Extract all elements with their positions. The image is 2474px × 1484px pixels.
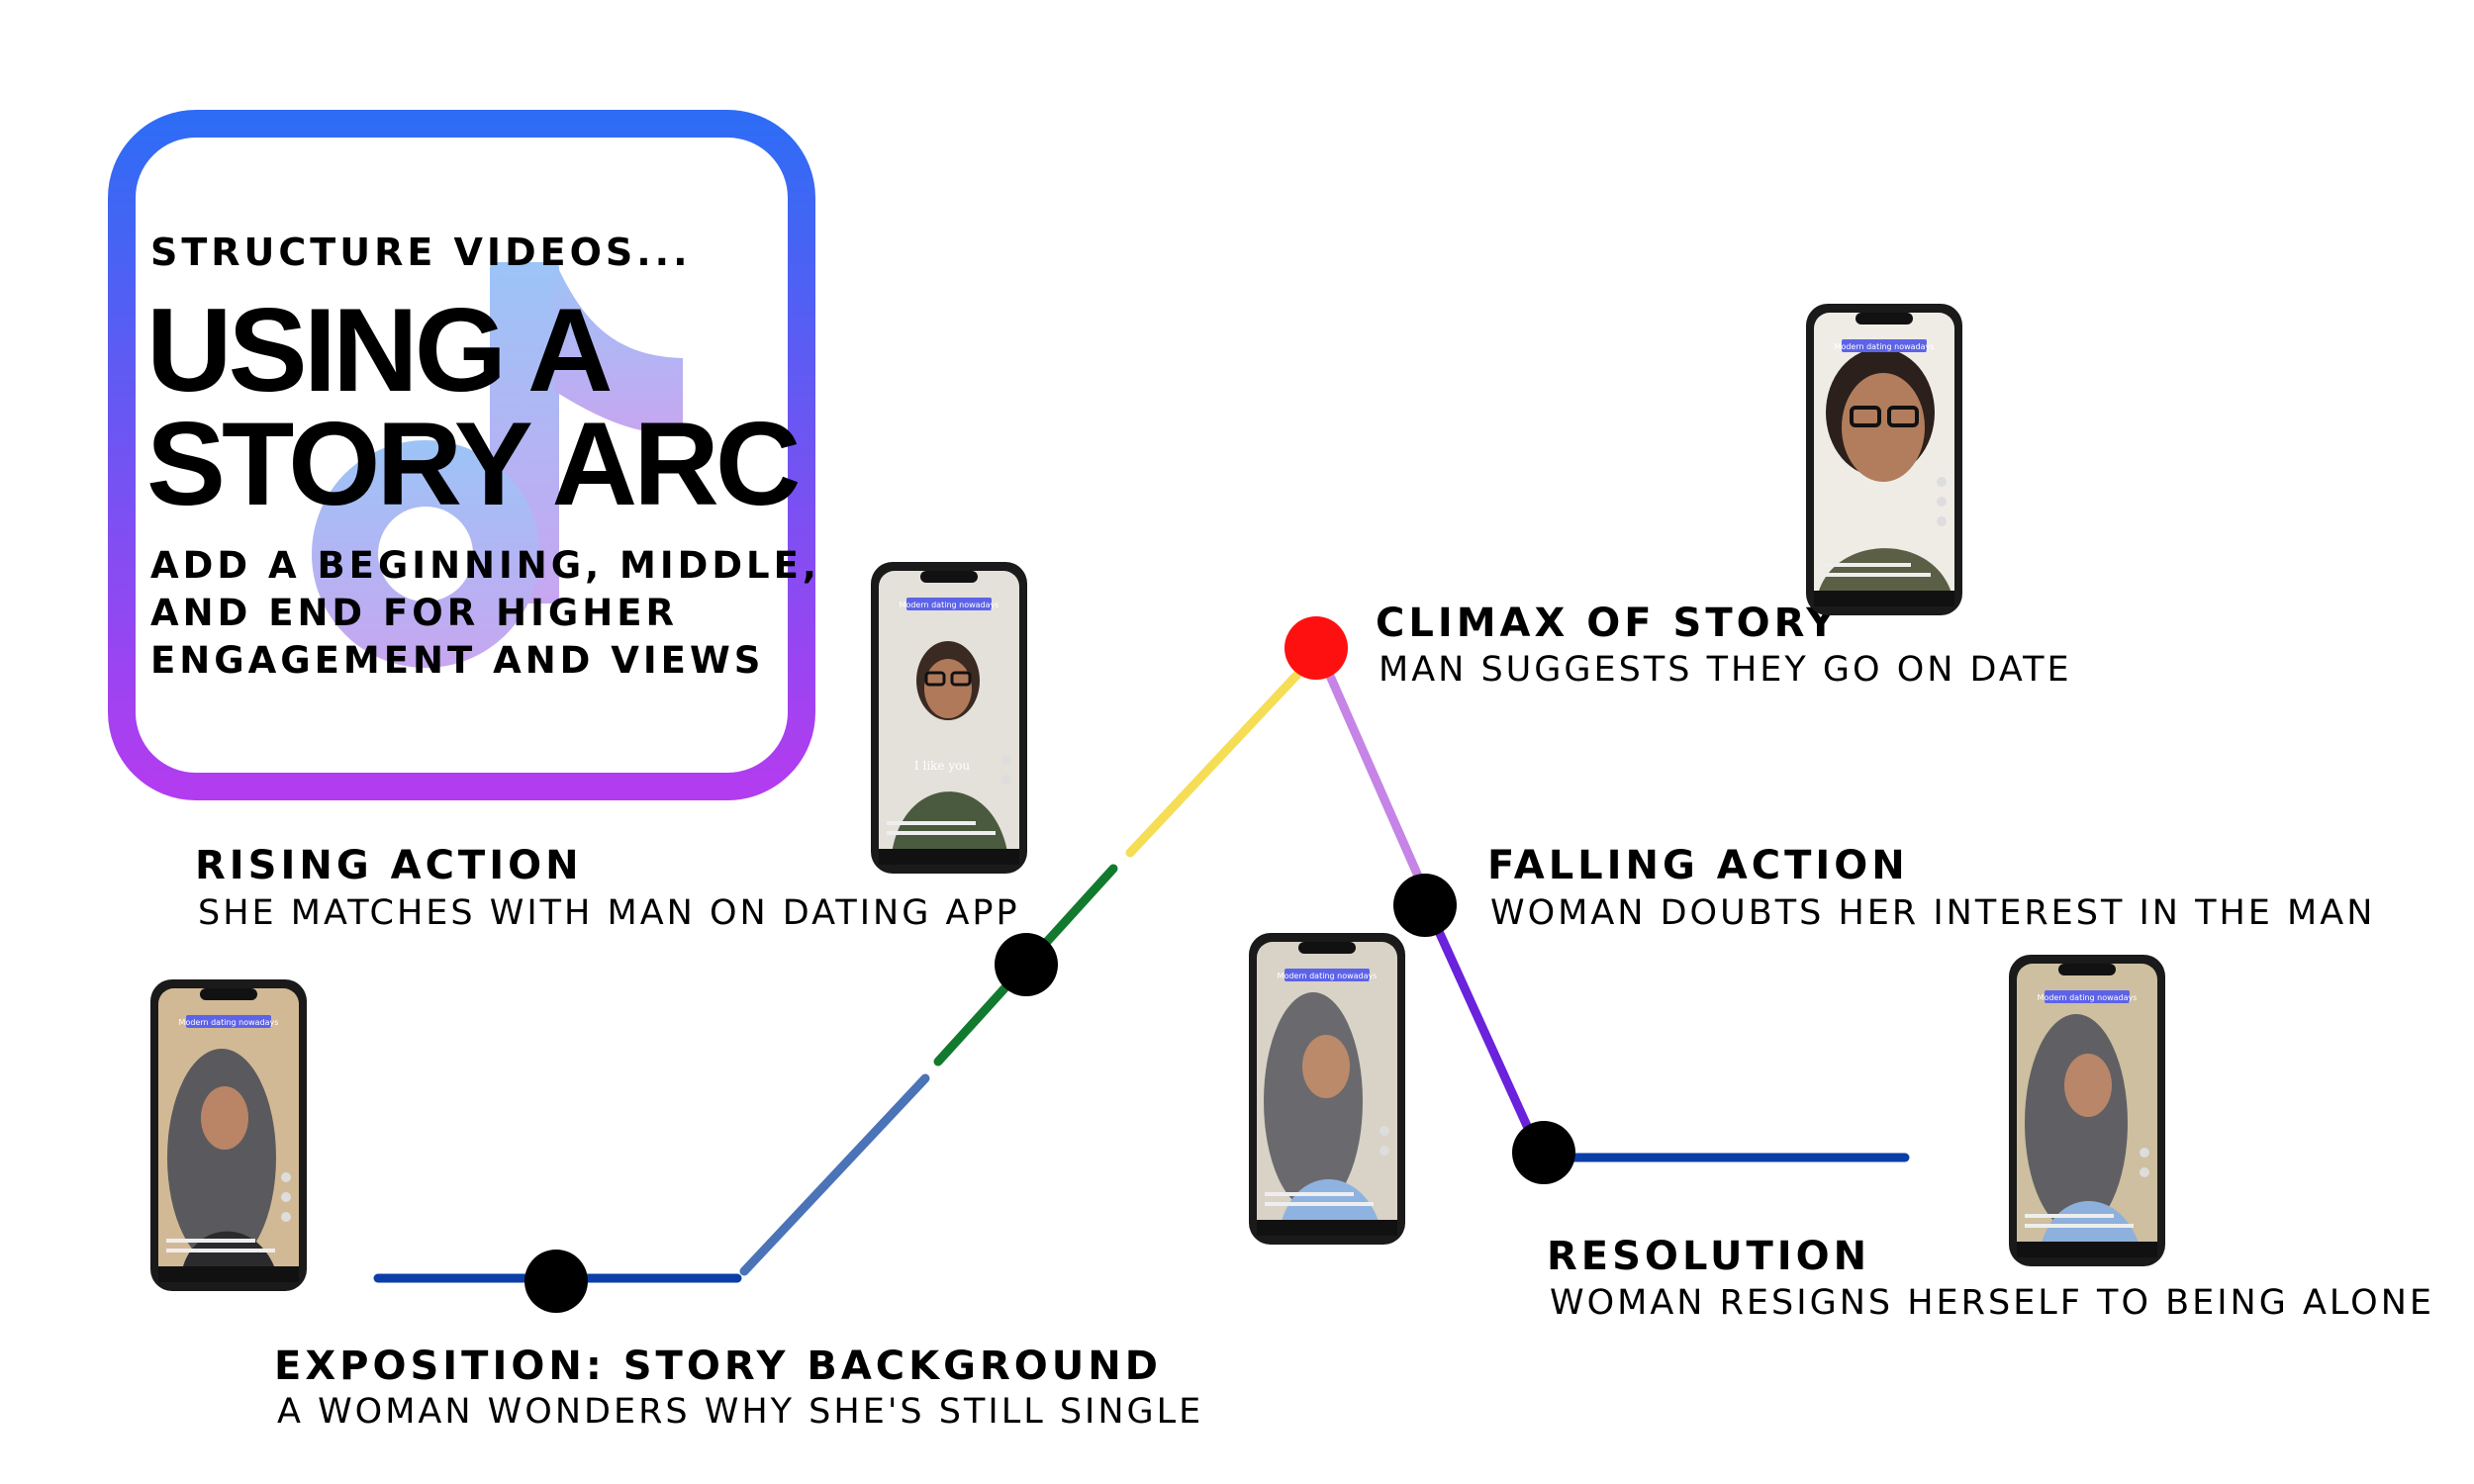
phone-mockup-resolution: Modern dating nowadays (2009, 955, 2165, 1266)
phone2-banner (906, 598, 992, 610)
node-resolution (1512, 1121, 1575, 1184)
phone-mockup-falling-action: Modern dating nowadays (1249, 933, 1405, 1245)
node-rising-action (995, 933, 1058, 996)
phone2-banner-text: Modern dating nowadays (900, 601, 999, 609)
phone-mockup-exposition: Modern dating nowadays (150, 979, 307, 1291)
label-climax-heading: CLIMAX OF STORY (1376, 601, 1839, 646)
subtitle-line-3: ENGAGEMENT AND VIEWS (150, 639, 764, 682)
node-falling-action (1393, 874, 1457, 937)
label-resolution: RESOLUTION WOMAN RESIGNS HERSELF TO BEIN… (1547, 1234, 2434, 1323)
phone5-banner-text: Modern dating nowadays (2038, 993, 2138, 1002)
label-rising-heading: RISING ACTION (195, 843, 583, 888)
title-line-1: USING A (146, 284, 611, 417)
arc-segment-falling-1 (1314, 646, 1425, 885)
title-card: STRUCTURE VIDEOS... USING A STORY ARC AD… (108, 110, 820, 800)
arc-segment-rising-1 (739, 1073, 930, 1276)
arc-segment-rising-3 (1125, 658, 1313, 858)
label-falling-heading: FALLING ACTION (1487, 843, 1909, 888)
story-arc-line (373, 646, 1910, 1283)
phone4-banner-text: Modern dating nowadays (1278, 972, 1378, 980)
label-falling-action: FALLING ACTION WOMAN DOUBTS HER INTEREST… (1487, 843, 2375, 933)
phone3-banner (1842, 339, 1927, 352)
title-kicker: STRUCTURE VIDEOS... (150, 231, 692, 274)
label-resolution-description: WOMAN RESIGNS HERSELF TO BEING ALONE (1550, 1283, 2434, 1323)
label-climax-description: MAN SUGGESTS THEY GO ON DATE (1379, 650, 2072, 690)
phone1-banner-text: Modern dating nowadays (179, 1018, 279, 1027)
title-line-2: STORY ARC (146, 398, 799, 530)
label-exposition-description: A WOMAN WONDERS WHY SHE'S STILL SINGLE (277, 1392, 1203, 1432)
phone3-banner-text: Modern dating nowadays (1835, 342, 1935, 351)
label-resolution-heading: RESOLUTION (1547, 1234, 1870, 1279)
label-falling-description: WOMAN DOUBTS HER INTEREST IN THE MAN (1490, 893, 2375, 933)
phone-mockup-rising-action: Modern dating nowadays I like you (871, 562, 1027, 874)
phone5-banner (2045, 990, 2130, 1003)
label-climax: CLIMAX OF STORY MAN SUGGESTS THEY GO ON … (1376, 601, 2072, 690)
label-exposition-heading: EXPOSITION: STORY BACKGROUND (274, 1344, 1162, 1389)
node-climax (1285, 616, 1348, 680)
subtitle-line-1: ADD A BEGINNING, MIDDLE, (150, 544, 820, 587)
phone-mockup-climax: Modern dating nowadays (1806, 304, 1962, 615)
arc-segment-falling-2 (1422, 900, 1542, 1153)
phone1-banner (186, 1015, 271, 1028)
subtitle-line-2: AND END FOR HIGHER (150, 592, 678, 634)
node-exposition (524, 1250, 588, 1313)
phone2-caption: I like you (914, 759, 970, 773)
label-rising-description: SHE MATCHES WITH MAN ON DATING APP (198, 893, 1020, 933)
tiktok-note-icon (312, 259, 683, 668)
label-rising-action: RISING ACTION SHE MATCHES WITH MAN ON DA… (195, 843, 1020, 933)
label-exposition: EXPOSITION: STORY BACKGROUND A WOMAN WON… (274, 1344, 1203, 1432)
phone4-banner (1285, 969, 1370, 981)
